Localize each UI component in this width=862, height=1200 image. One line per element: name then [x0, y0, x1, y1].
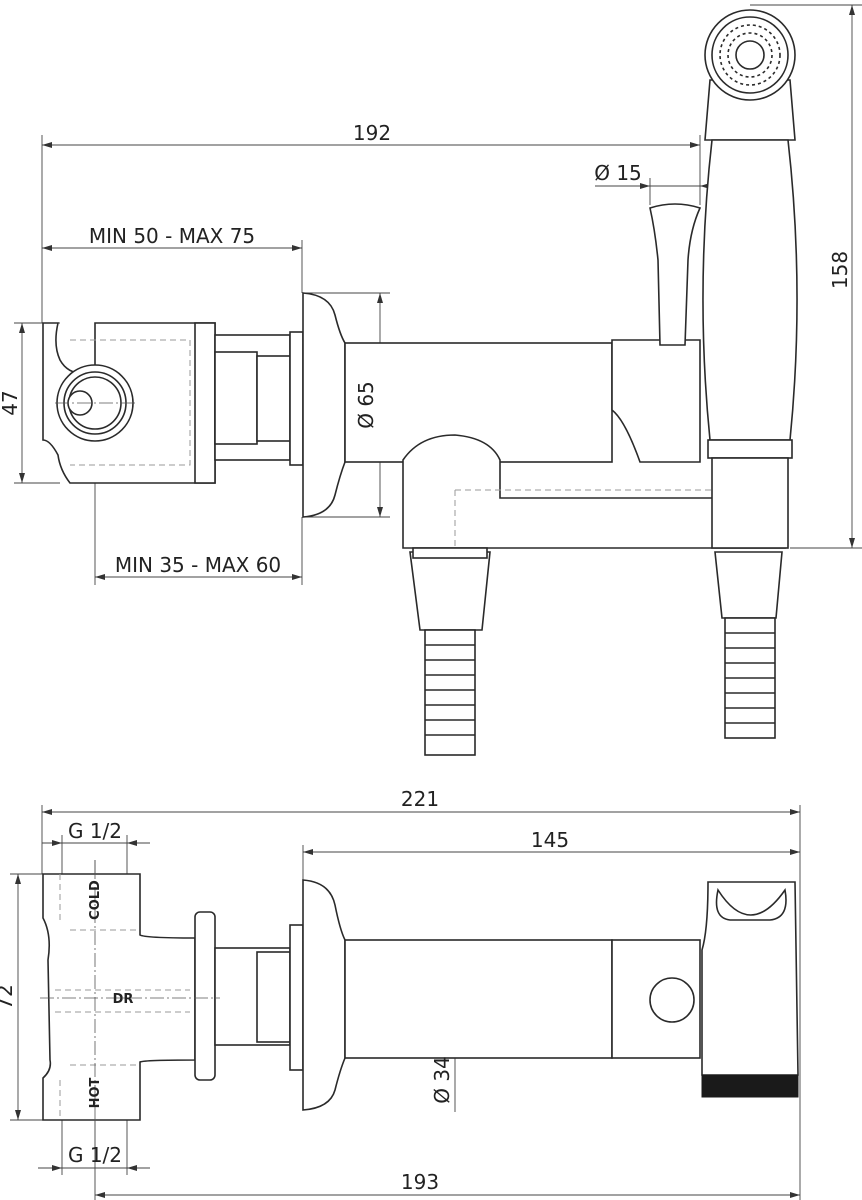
t-body	[40, 865, 304, 1130]
knurled-ring	[701, 1074, 799, 1098]
stem	[214, 331, 304, 466]
hand-shower	[702, 9, 798, 549]
shower-holder	[701, 881, 799, 1098]
dim-221: 221	[401, 787, 439, 811]
label-dr: DR	[113, 992, 134, 1007]
bottom-view: 221 G 1/2 145 COLD DR HOT Ø 34 72 G 1/2 …	[0, 787, 801, 1200]
wall-box	[42, 322, 216, 484]
rosette-side	[302, 879, 346, 1111]
mixer-body	[344, 203, 786, 549]
dim-wall-depth-upper: MIN 50 - MAX 75	[89, 224, 255, 248]
dim-thread-top: G 1/2	[68, 819, 122, 843]
dim-72: 72	[0, 984, 17, 1009]
dim-lever-diameter: Ø 15	[594, 161, 642, 185]
dim-145: 145	[531, 828, 569, 852]
dim-thread-bottom: G 1/2	[68, 1143, 122, 1167]
spout-tube	[344, 939, 701, 1059]
hose-left	[409, 547, 491, 756]
label-hot: HOT	[88, 1077, 103, 1108]
dim-192: 192	[353, 121, 391, 145]
top-view: 192 Ø 15 MIN 50 - MAX 75 47 Ø 65 158 MIN…	[0, 4, 862, 756]
dim-158: 158	[828, 251, 852, 289]
dim-193: 193	[401, 1170, 439, 1194]
dimension-lines	[19, 5, 855, 580]
dim-47: 47	[0, 390, 22, 415]
rosette	[302, 292, 346, 518]
hose-right	[714, 551, 783, 739]
label-cold: COLD	[88, 880, 103, 920]
dim-wall-depth-lower: MIN 35 - MAX 60	[115, 553, 281, 577]
dim-tube-diameter: Ø 34	[430, 1056, 454, 1104]
dim-rosette-diameter: Ø 65	[354, 381, 378, 429]
